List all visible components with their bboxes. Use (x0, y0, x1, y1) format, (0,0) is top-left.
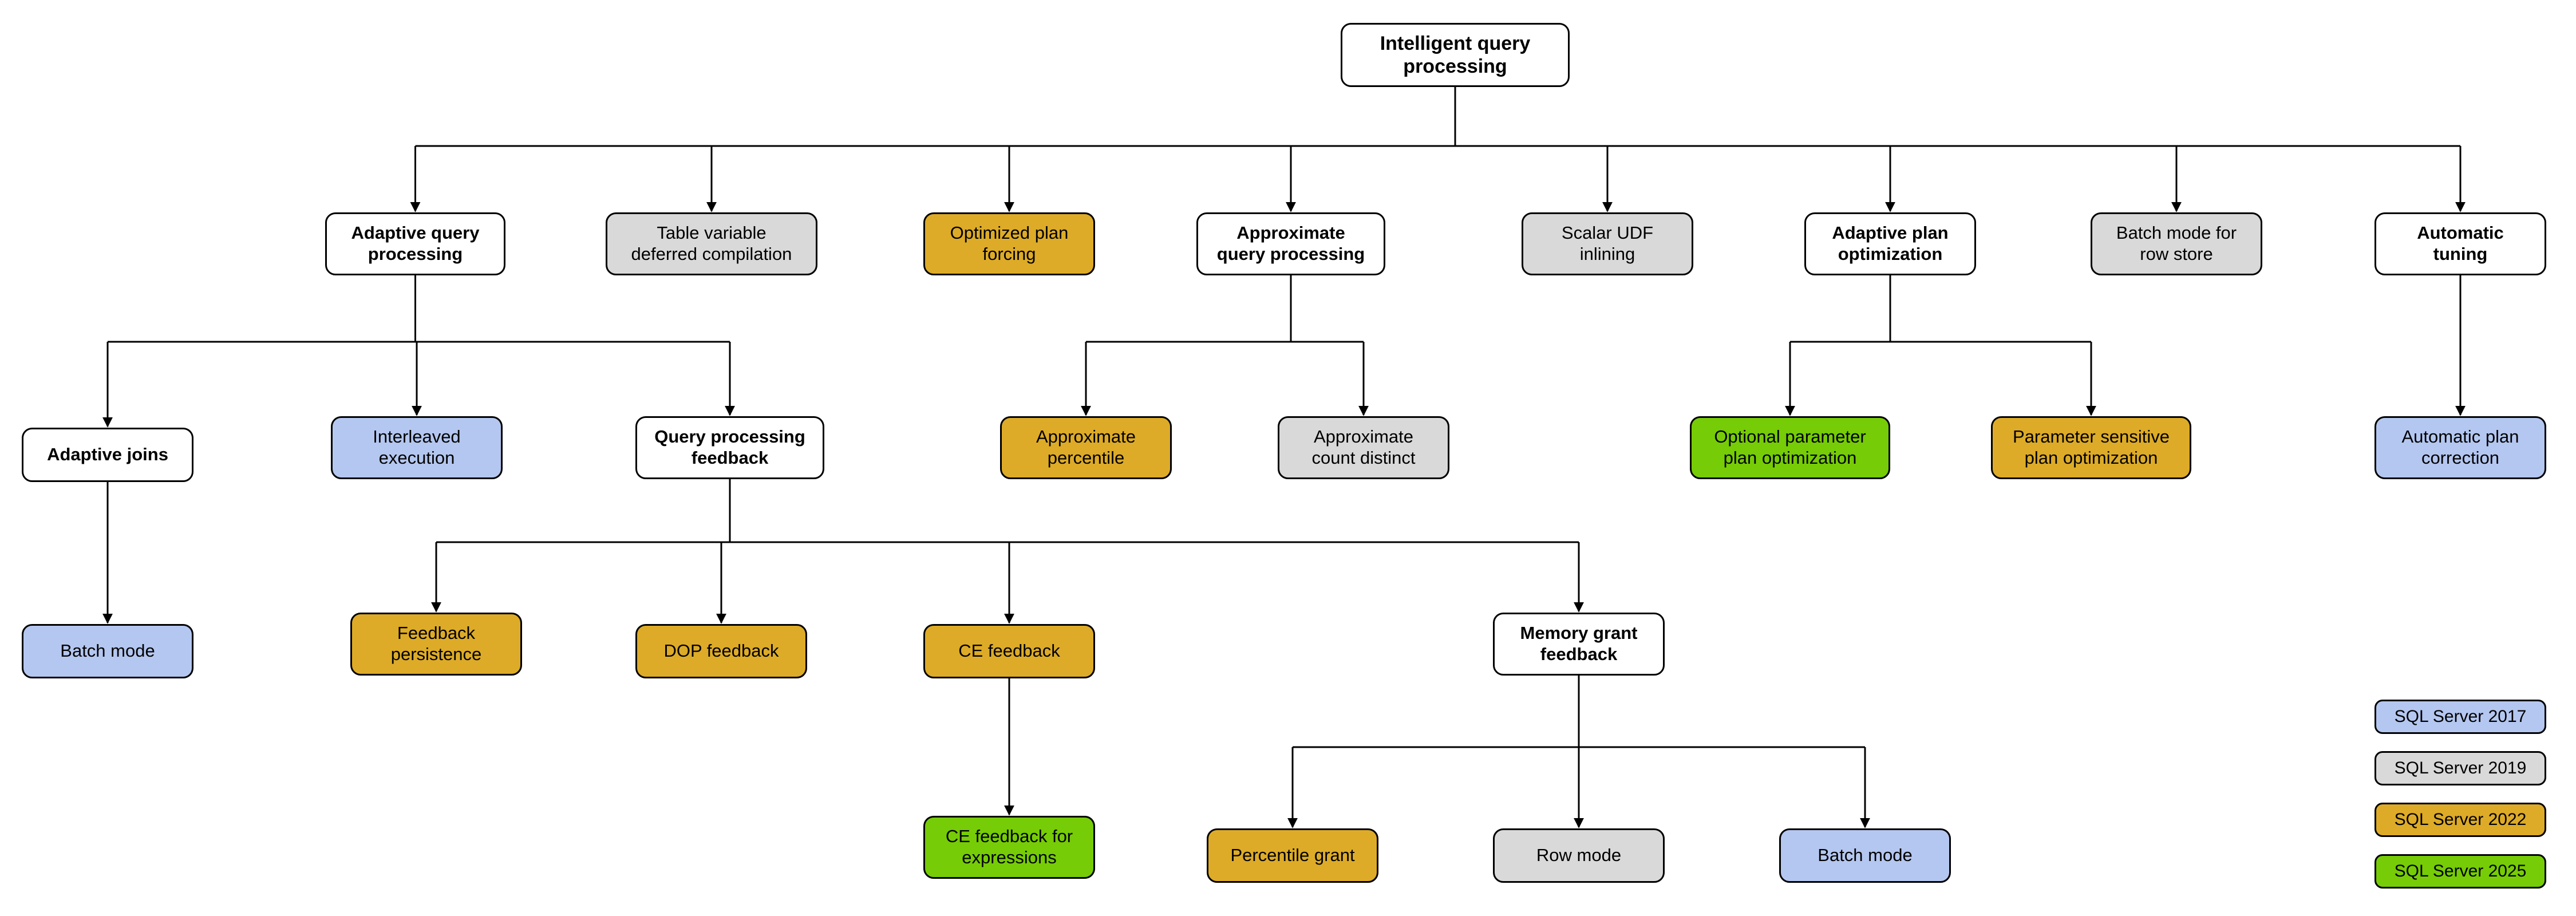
node-row-mode[interactable]: Row mode (1493, 828, 1665, 883)
node-optional-parameter-plan-optimization[interactable]: Optional parameter plan optimization (1690, 416, 1890, 479)
node-ce-feedback[interactable]: CE feedback (923, 624, 1095, 678)
node-adaptive-plan-optimization[interactable]: Adaptive plan optimization (1804, 212, 1976, 275)
node-feedback-persistence[interactable]: Feedback persistence (350, 613, 522, 676)
node-table-variable-deferred-compilation[interactable]: Table variable deferred compilation (606, 212, 817, 275)
legend-item-sql-server-2022: SQL Server 2022 (2374, 803, 2546, 837)
node-batch-mode-for-row-store[interactable]: Batch mode for row store (2091, 212, 2262, 275)
node-memory-grant-feedback[interactable]: Memory grant feedback (1493, 613, 1665, 676)
legend-item-sql-server-2019: SQL Server 2019 (2374, 751, 2546, 785)
node-query-processing-feedback[interactable]: Query processing feedback (635, 416, 824, 479)
node-batch-mode[interactable]: Batch mode (22, 624, 193, 678)
node-ce-feedback-for-expressions[interactable]: CE feedback for expressions (923, 816, 1095, 879)
node-approximate-percentile[interactable]: Approximate percentile (1000, 416, 1172, 479)
node-percentile-grant[interactable]: Percentile grant (1207, 828, 1378, 883)
node-optimized-plan-forcing[interactable]: Optimized plan forcing (923, 212, 1095, 275)
node-approximate-query-processing[interactable]: Approximate query processing (1196, 212, 1385, 275)
legend-item-sql-server-2017: SQL Server 2017 (2374, 700, 2546, 734)
node-dop-feedback[interactable]: DOP feedback (635, 624, 807, 678)
node-approximate-count-distinct[interactable]: Approximate count distinct (1278, 416, 1449, 479)
node-automatic-plan-correction[interactable]: Automatic plan correction (2374, 416, 2546, 479)
node-automatic-tuning[interactable]: Automatic tuning (2374, 212, 2546, 275)
node-batch-mode-memory[interactable]: Batch mode (1779, 828, 1951, 883)
node-adaptive-joins[interactable]: Adaptive joins (22, 428, 193, 482)
node-adaptive-query-processing[interactable]: Adaptive query processing (325, 212, 505, 275)
node-root[interactable]: Intelligent query processing (1341, 23, 1570, 87)
legend-item-sql-server-2025: SQL Server 2025 (2374, 854, 2546, 889)
node-scalar-udf-inlining[interactable]: Scalar UDF inlining (1522, 212, 1693, 275)
node-parameter-sensitive-plan-optimization[interactable]: Parameter sensitive plan optimization (1991, 416, 2191, 479)
node-interleaved-execution[interactable]: Interleaved execution (331, 416, 503, 479)
